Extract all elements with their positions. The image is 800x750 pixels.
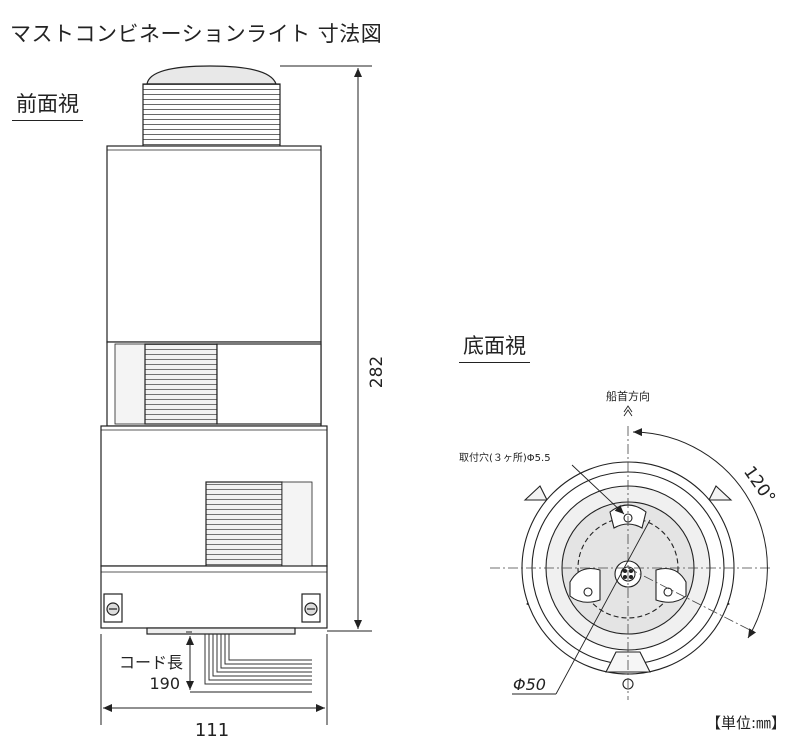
diameter-leader [512,519,651,695]
width-value: 111 [195,720,229,741]
lower-ridged-section [205,481,283,567]
angle-value: 120° [739,463,779,508]
cord-length-value: 190 [149,674,180,693]
height-dimension [280,65,372,632]
diameter-value: Φ50 [513,675,546,694]
bow-direction-label: 船首方向 [606,389,650,403]
cord-length-dimension [186,631,312,693]
cord [204,634,312,685]
base [100,565,328,629]
front-view [100,65,328,635]
upper-housing [106,145,322,343]
mounting-hole-leader [571,464,625,515]
width-dimension [100,634,328,725]
screw-icon [103,593,123,623]
mounting-hole-icon [569,567,601,603]
bow-direction-arrow-icon [623,405,633,417]
bottom-view-label: 底面視 [459,330,530,363]
top-lens [146,65,277,85]
page-title: マストコンビネーションライト 寸法図 [10,22,383,46]
middle-ridged-section [144,343,218,425]
unit-note: 【単位:㎜】 [705,714,786,732]
height-value: 282 [367,356,387,388]
top-ridged-section [142,83,281,147]
front-view-label: 前面視 [12,88,83,121]
angle-arc [632,428,768,639]
mounting-hole-label: 取付穴(３ヶ所)Φ5.5 [459,451,551,464]
cord-length-label: コード長 [119,653,183,672]
screw-icon [301,593,321,623]
